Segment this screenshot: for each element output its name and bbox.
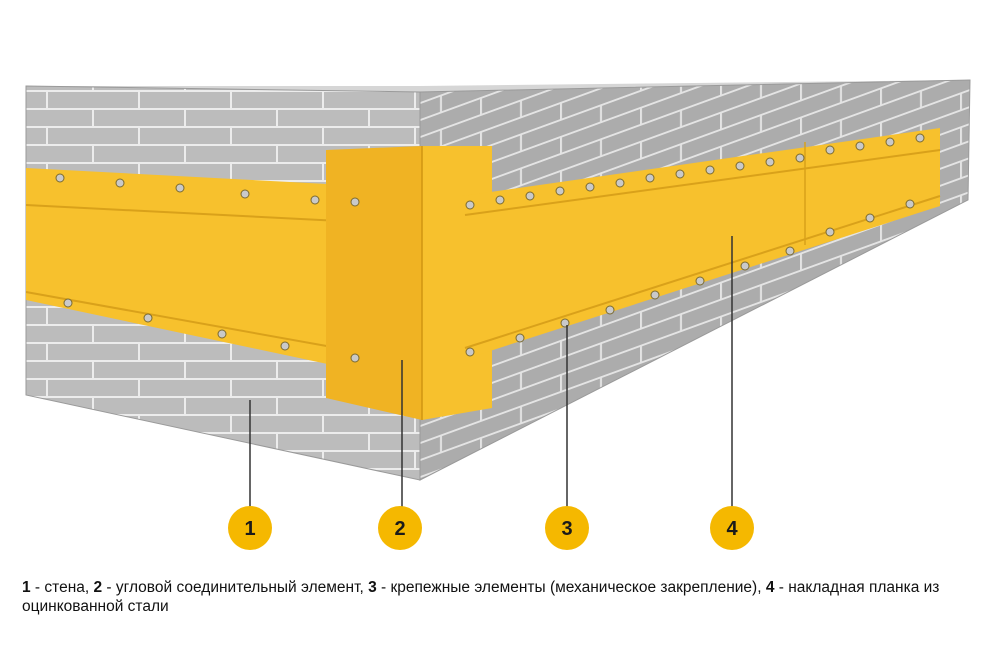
caption-text-4: - накладная планка из оцинкованной стали: [22, 579, 940, 615]
callout-4: 4: [710, 506, 754, 550]
caption-text-3: - крепежные элементы (механическое закре…: [376, 579, 766, 596]
caption-num-4: 4: [765, 579, 775, 596]
caption-text-1: - стена,: [30, 579, 94, 596]
callout-1-label: 1: [244, 518, 255, 540]
fasteners-left: [55, 173, 360, 363]
caption-num-3: 3: [368, 579, 377, 596]
wall-top: [26, 80, 970, 92]
callout-2-label: 2: [394, 518, 405, 540]
caption-num-2: 2: [93, 579, 103, 596]
membrane-right: [462, 128, 940, 360]
membrane-left: [26, 168, 365, 372]
leader-lines: [249, 236, 733, 508]
caption-num-1: 1: [22, 579, 31, 596]
callout-2: 2: [378, 506, 422, 550]
callout-4-label: 4: [726, 518, 738, 540]
fasteners-right: [465, 133, 925, 357]
corner-element: [326, 146, 422, 420]
caption: 1 - стена, 2 - угловой соединительный эл…: [22, 578, 982, 616]
caption-text-2: - угловой соединительный элемент,: [102, 579, 369, 596]
callout-1: 1: [228, 506, 272, 550]
callout-3: 3: [545, 506, 589, 550]
callout-3-label: 3: [561, 518, 572, 540]
